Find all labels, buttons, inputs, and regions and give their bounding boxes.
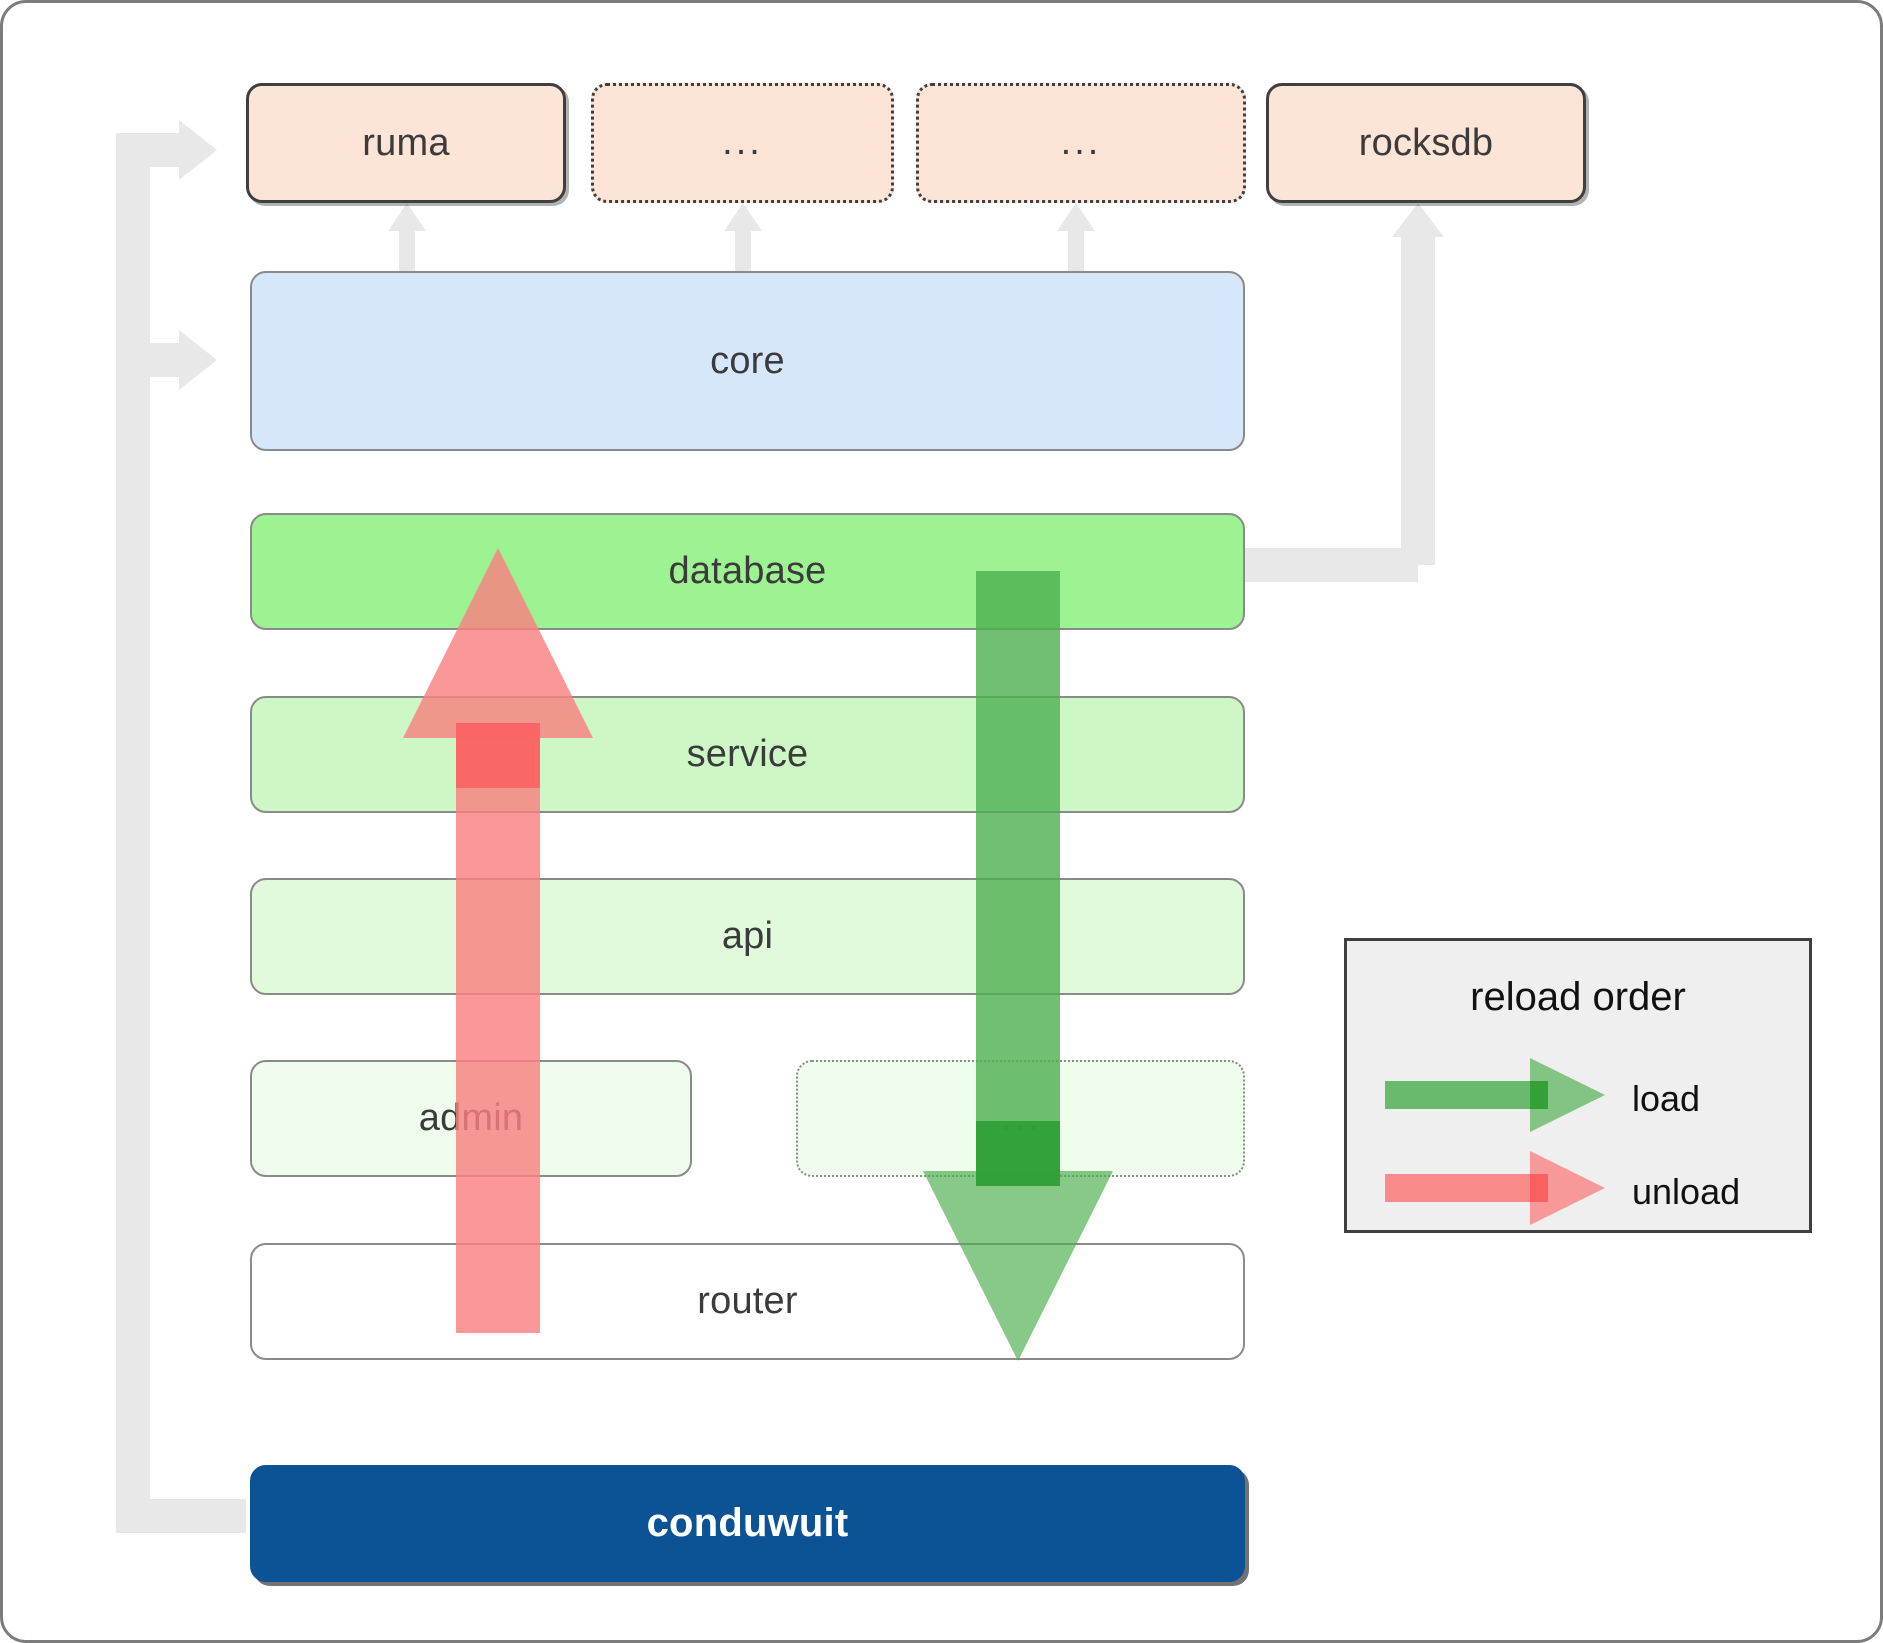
dependency-label-3: ... bbox=[1060, 121, 1102, 164]
layer-label-router: router bbox=[697, 1280, 798, 1322]
connector-database-to-rocksdb-vertical bbox=[1401, 235, 1435, 565]
layer-box-core[interactable]: core bbox=[250, 271, 1245, 451]
connector-left-bottom-leg bbox=[116, 1499, 246, 1533]
load-arrow bbox=[918, 571, 1118, 1361]
legend-unload-arrow-icon bbox=[1385, 1151, 1605, 1225]
layer-label-core: core bbox=[710, 339, 785, 382]
connector-arrow-ruma bbox=[179, 120, 217, 180]
legend-label-load: load bbox=[1632, 1078, 1701, 1119]
legend-panel: reload order load unload bbox=[1344, 938, 1812, 1233]
connector-core-to-dep2-head bbox=[724, 203, 762, 231]
dependency-box-ruma[interactable]: ruma bbox=[246, 83, 566, 203]
layer-label-service: service bbox=[686, 733, 809, 775]
connector-branch-ruma bbox=[116, 133, 184, 167]
dependency-box-2[interactable]: ... bbox=[591, 83, 894, 203]
unload-arrow bbox=[398, 548, 598, 1333]
connector-core-to-dep3-shaft bbox=[1068, 225, 1084, 273]
dependency-box-rocksdb[interactable]: rocksdb bbox=[1266, 83, 1586, 203]
connector-core-to-ruma-shaft bbox=[399, 225, 415, 273]
layer-box-database[interactable]: database bbox=[250, 513, 1245, 630]
layer-box-router[interactable]: router bbox=[250, 1243, 1245, 1360]
legend-label-unload: unload bbox=[1632, 1171, 1741, 1212]
legend-load-arrow-icon bbox=[1385, 1058, 1605, 1132]
connector-core-to-dep3-head bbox=[1057, 203, 1095, 231]
connector-arrow-core bbox=[179, 330, 217, 390]
application-label-conduwuit: conduwuit bbox=[646, 1501, 849, 1545]
layer-label-database: database bbox=[668, 550, 827, 592]
application-box-conduwuit[interactable]: conduwuit bbox=[250, 1465, 1245, 1582]
layer-box-api[interactable]: api bbox=[250, 878, 1245, 995]
connector-branch-core bbox=[116, 343, 184, 377]
legend-title: reload order bbox=[1470, 975, 1686, 1019]
dependency-label-2: ... bbox=[722, 121, 763, 164]
connector-database-to-rocksdb-horizontal bbox=[1233, 548, 1418, 582]
connector-arrow-rocksdb bbox=[1392, 203, 1444, 237]
dependency-label-ruma: ruma bbox=[362, 121, 450, 164]
dependency-box-3[interactable]: ... bbox=[916, 83, 1246, 203]
dependency-label-rocksdb: rocksdb bbox=[1358, 121, 1494, 164]
connector-core-to-ruma-head bbox=[388, 203, 426, 231]
layer-label-api: api bbox=[721, 915, 774, 957]
layer-box-service[interactable]: service bbox=[250, 696, 1245, 813]
connector-core-to-dep2-shaft bbox=[735, 225, 751, 273]
